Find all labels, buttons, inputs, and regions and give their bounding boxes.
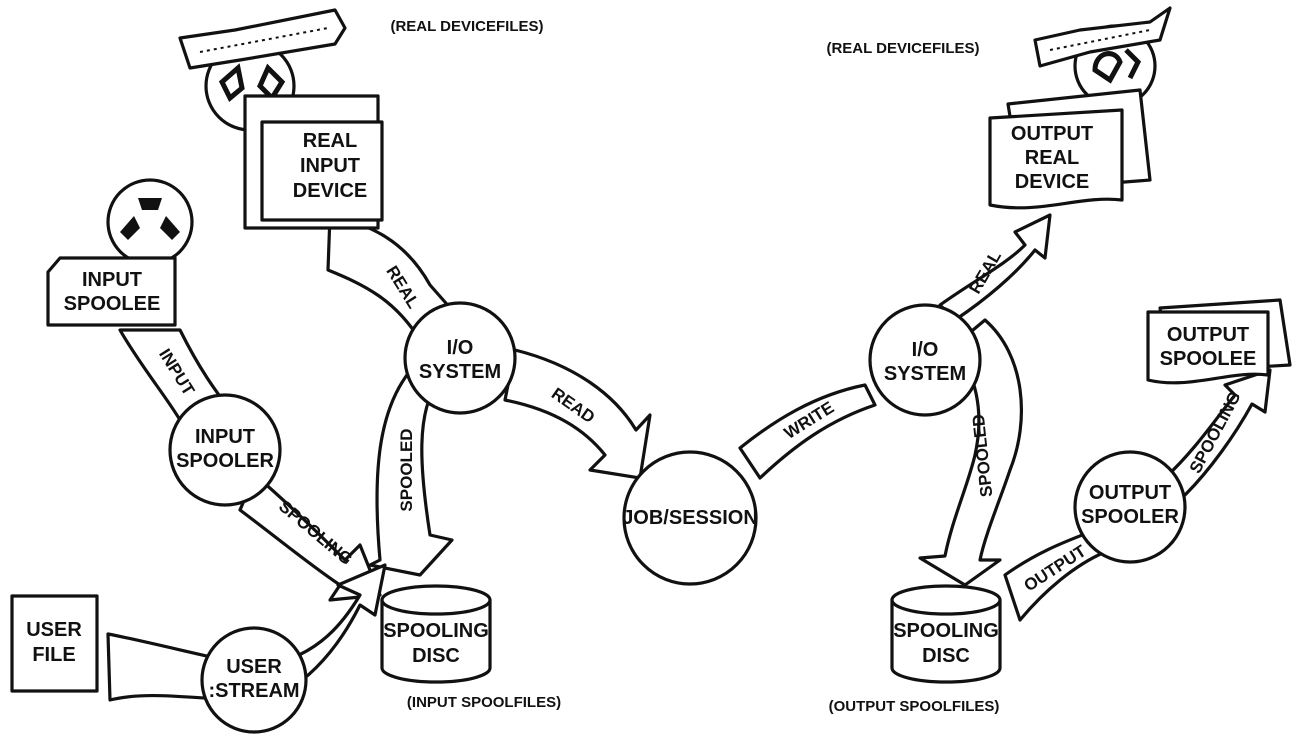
- user-file: USER FILE: [10, 594, 99, 693]
- io-system-right: I/O SYSTEM: [868, 303, 982, 417]
- svg-text:USER: USER: [26, 619, 82, 641]
- arrow-spooled-right: SPOOLED: [918, 318, 1024, 587]
- svg-text:DISC: DISC: [412, 645, 460, 667]
- job-session: JOB/SESSION: [622, 450, 758, 586]
- arrow-write: WRITE: [738, 383, 877, 480]
- user-stream: USER :STREAM: [200, 626, 308, 734]
- output-spoolee: OUTPUT SPOOLEE: [1146, 298, 1292, 385]
- punched-tape-icon: [1033, 6, 1172, 68]
- svg-text:USER: USER: [226, 656, 282, 678]
- svg-text:FILE: FILE: [32, 644, 75, 666]
- svg-text:INPUT: INPUT: [195, 426, 255, 448]
- spooling-disc-left: SPOOLING DISC: [380, 584, 492, 684]
- svg-text:DISC: DISC: [922, 645, 970, 667]
- svg-text:INPUT: INPUT: [300, 155, 360, 177]
- caption-input-spoolfiles: (INPUT SPOOLFILES): [407, 694, 561, 711]
- arrow-spooling-right: SPOOLING: [1163, 368, 1272, 497]
- caption-real-devicefiles-left: (REAL DEVICEFILES): [390, 18, 543, 35]
- tape-reel-icon: [106, 178, 194, 266]
- svg-text:SPOOLING: SPOOLING: [383, 620, 489, 642]
- output-spooler: OUTPUT SPOOLER: [1073, 450, 1187, 564]
- svg-text:SPOOLER: SPOOLER: [176, 450, 274, 472]
- svg-text:OUTPUT: OUTPUT: [1011, 123, 1093, 145]
- svg-text:SPOOLEE: SPOOLEE: [64, 293, 161, 315]
- svg-text:I/O: I/O: [447, 337, 474, 359]
- svg-text:OUTPUT: OUTPUT: [1167, 324, 1249, 346]
- svg-text:DEVICE: DEVICE: [1015, 171, 1089, 193]
- caption-real-devicefiles-right: (REAL DEVICEFILES): [826, 40, 979, 57]
- arrow-real-right: REAL: [938, 213, 1052, 322]
- svg-text:REAL: REAL: [303, 130, 357, 152]
- output-real-device: OUTPUT REAL DEVICE: [988, 88, 1152, 210]
- svg-text:I/O: I/O: [912, 339, 939, 361]
- svg-text:JOB/SESSION: JOB/SESSION: [622, 507, 758, 529]
- caption-output-spoolfiles: (OUTPUT SPOOLFILES): [829, 698, 1000, 715]
- svg-text:INPUT: INPUT: [82, 269, 142, 291]
- io-system-left: I/O SYSTEM: [403, 301, 517, 415]
- punched-tape-icon: [178, 8, 347, 70]
- svg-text:SYSTEM: SYSTEM: [884, 363, 966, 385]
- svg-text:SYSTEM: SYSTEM: [419, 361, 501, 383]
- arrow-read: READ: [503, 348, 652, 480]
- svg-text:SPOOLER: SPOOLER: [1081, 506, 1179, 528]
- svg-text:SPOOLING: SPOOLING: [893, 620, 999, 642]
- spooling-disc-right: SPOOLING DISC: [890, 584, 1002, 684]
- svg-text:OUTPUT: OUTPUT: [1089, 482, 1171, 504]
- svg-text:SPOOLEE: SPOOLEE: [1160, 348, 1257, 370]
- svg-text:SPOOLED: SPOOLED: [397, 428, 416, 511]
- input-spoolee: INPUT SPOOLEE: [46, 256, 177, 327]
- real-input-device: REAL INPUT DEVICE: [243, 94, 384, 230]
- svg-text:DEVICE: DEVICE: [293, 180, 367, 202]
- svg-text::STREAM: :STREAM: [208, 680, 299, 702]
- input-spooler: INPUT SPOOLER: [168, 393, 282, 507]
- svg-text:REAL: REAL: [1025, 147, 1079, 169]
